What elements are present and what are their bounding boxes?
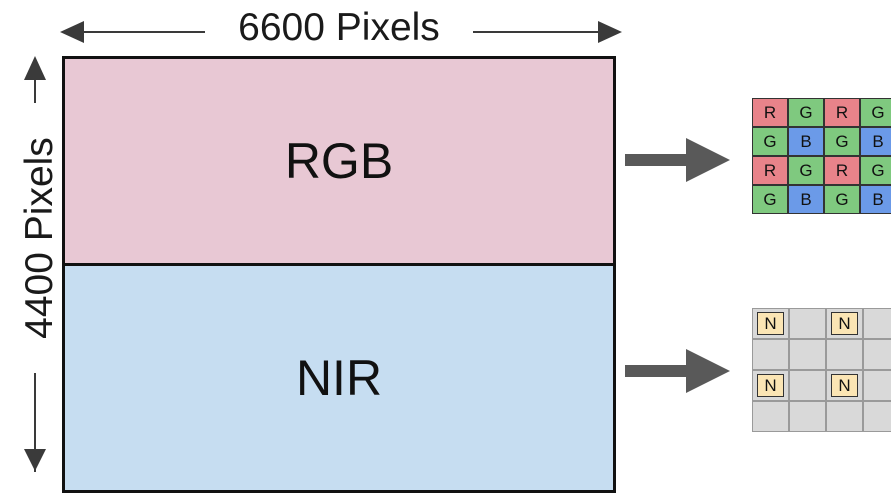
- nir-cell-n: N: [826, 308, 863, 339]
- bayer-cell-g: G: [752, 185, 788, 214]
- arrow-right-icon: [686, 138, 730, 182]
- nir-arrow-shaft: [625, 365, 689, 377]
- nir-cell-empty: [789, 401, 826, 432]
- nir-cell-label: N: [757, 312, 784, 335]
- bayer-cell-b: B: [860, 185, 891, 214]
- bayer-cell-g: G: [788, 156, 824, 185]
- bayer-cell-b: B: [788, 127, 824, 156]
- rgb-arrow-shaft: [625, 154, 689, 166]
- arrowhead-up-icon: [24, 56, 46, 80]
- bayer-cell-g: G: [752, 127, 788, 156]
- nir-cell-empty: [789, 370, 826, 401]
- bayer-cell-b: B: [788, 185, 824, 214]
- nir-cell-label: N: [757, 374, 784, 397]
- nir-cell-n: N: [752, 370, 789, 401]
- bayer-cell-r: R: [824, 156, 860, 185]
- nir-cell-empty: [863, 339, 891, 370]
- arrow-right-icon: [686, 349, 730, 393]
- nir-cell-empty: [752, 401, 789, 432]
- nir-cell-empty: [789, 308, 826, 339]
- bayer-cell-g: G: [824, 127, 860, 156]
- nir-cell-empty: [752, 339, 789, 370]
- bayer-cell-g: G: [824, 185, 860, 214]
- nir-cell-label: N: [831, 312, 858, 335]
- nir-cell-empty: [826, 339, 863, 370]
- width-label: 6600 Pixels: [205, 2, 473, 54]
- bayer-cell-b: B: [860, 127, 891, 156]
- bayer-cell-g: G: [788, 98, 824, 127]
- bayer-cell-g: G: [860, 98, 891, 127]
- bayer-cell-r: R: [752, 156, 788, 185]
- nir-region: NIR: [62, 263, 616, 493]
- nir-cell-empty: [863, 308, 891, 339]
- nir-cell-empty: [863, 401, 891, 432]
- rgb-region-label: RGB: [284, 133, 394, 189]
- arrowhead-left-icon: [60, 21, 84, 43]
- height-label: 4400 Pixels: [14, 103, 66, 373]
- bayer-cell-g: G: [860, 156, 891, 185]
- arrowhead-right-icon: [598, 21, 622, 43]
- nir-cell-empty: [789, 339, 826, 370]
- arrowhead-down-icon: [24, 449, 46, 471]
- nir-cell-n: N: [826, 370, 863, 401]
- bayer-cell-r: R: [752, 98, 788, 127]
- nir-cell-empty: [863, 370, 891, 401]
- rgb-region: RGB: [62, 56, 616, 266]
- bayer-cell-r: R: [824, 98, 860, 127]
- nir-cell-n: N: [752, 308, 789, 339]
- nir-region-label: NIR: [295, 350, 383, 406]
- nir-cell-label: N: [831, 374, 858, 397]
- nir-filter-grid: N N N N: [752, 308, 891, 432]
- nir-cell-empty: [826, 401, 863, 432]
